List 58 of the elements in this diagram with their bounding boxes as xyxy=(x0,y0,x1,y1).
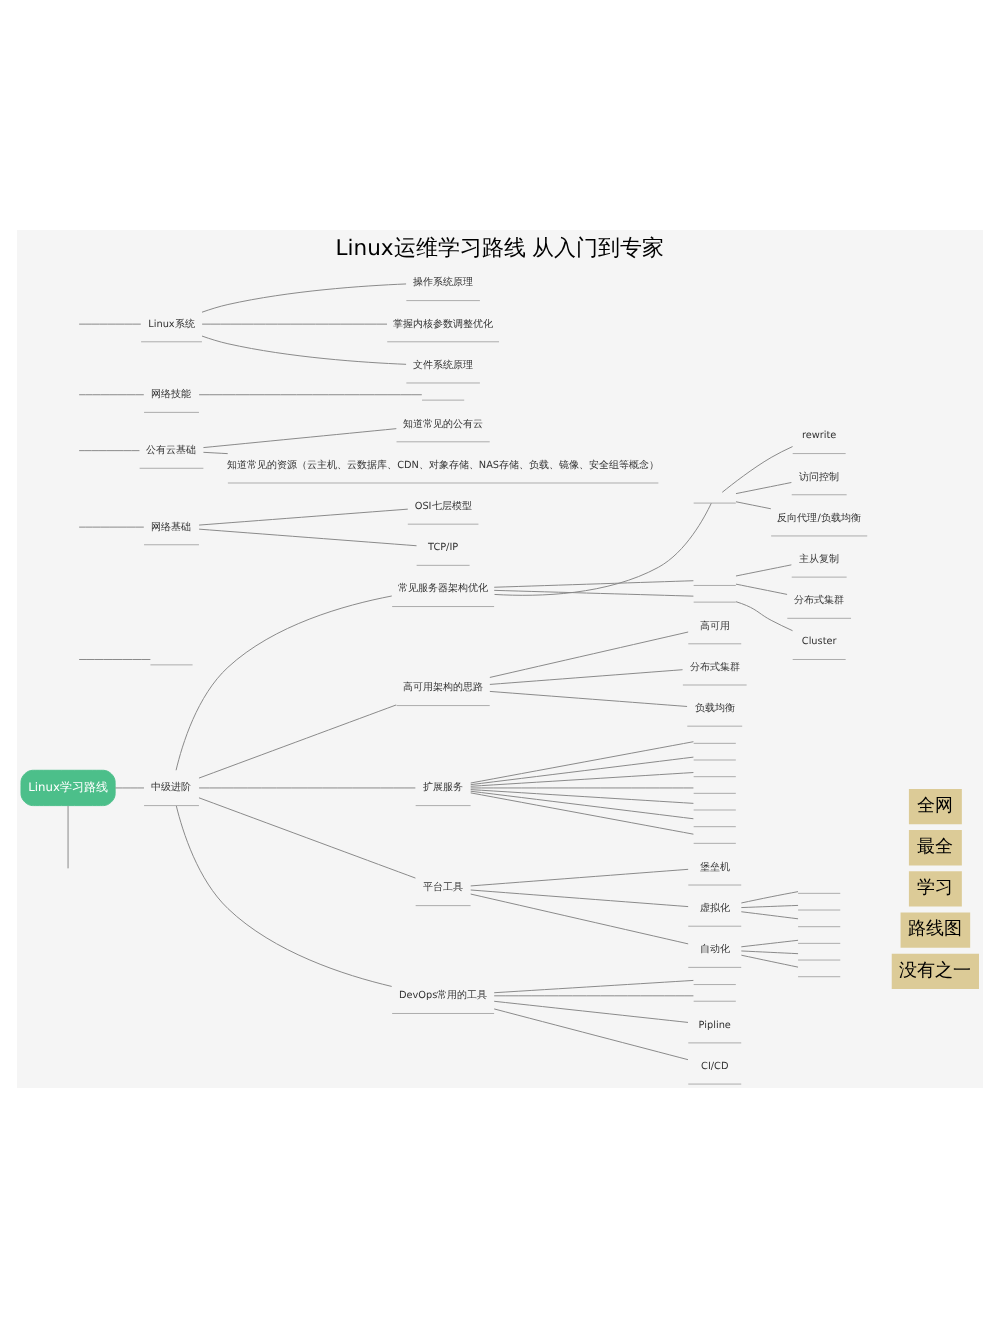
connector xyxy=(470,756,694,786)
connector xyxy=(740,911,799,920)
label: 没有之一 xyxy=(899,961,972,982)
connector xyxy=(78,659,151,660)
connector xyxy=(735,583,788,595)
connector xyxy=(78,394,145,396)
connector xyxy=(489,631,689,678)
label: 学习 xyxy=(917,879,954,900)
connector xyxy=(470,790,694,820)
connector xyxy=(470,889,689,908)
label: 路线图 xyxy=(908,920,963,941)
connector xyxy=(735,564,792,577)
connector xyxy=(202,451,229,455)
connector xyxy=(198,704,397,779)
connector xyxy=(198,787,416,789)
connector xyxy=(201,283,407,313)
connector xyxy=(493,1000,689,1023)
connector xyxy=(470,893,689,945)
connector xyxy=(198,508,409,526)
connector xyxy=(470,792,694,835)
connector xyxy=(494,502,712,596)
connector xyxy=(493,580,694,588)
connector xyxy=(740,950,799,955)
connector xyxy=(489,669,684,685)
connector xyxy=(493,589,694,597)
connector xyxy=(735,501,772,510)
connector xyxy=(202,428,397,449)
connector xyxy=(721,446,794,493)
connector xyxy=(740,954,799,968)
connector xyxy=(470,741,694,784)
connector xyxy=(493,995,694,997)
connector xyxy=(735,601,794,632)
connector xyxy=(201,323,388,325)
connector xyxy=(114,787,145,789)
connector xyxy=(198,394,423,396)
connector xyxy=(78,450,140,452)
connector xyxy=(67,805,69,869)
label: 全网 xyxy=(917,796,954,817)
connector xyxy=(198,797,416,879)
connector xyxy=(78,526,145,528)
connector xyxy=(470,772,694,787)
label: 最全 xyxy=(917,838,954,859)
connector xyxy=(740,939,799,948)
connector xyxy=(740,891,799,904)
connector xyxy=(735,482,792,495)
connector xyxy=(78,323,142,325)
connector xyxy=(740,904,799,909)
diagram-title: Linux运维学习路线 从入门到专家 xyxy=(335,235,665,262)
connector xyxy=(489,690,688,707)
connector xyxy=(470,868,689,887)
connector xyxy=(493,1008,689,1061)
connector xyxy=(470,787,694,789)
connector xyxy=(175,595,393,771)
connector xyxy=(201,335,407,365)
connector xyxy=(175,805,393,987)
connector xyxy=(198,528,418,547)
connector xyxy=(470,789,694,804)
connector xyxy=(493,979,694,994)
